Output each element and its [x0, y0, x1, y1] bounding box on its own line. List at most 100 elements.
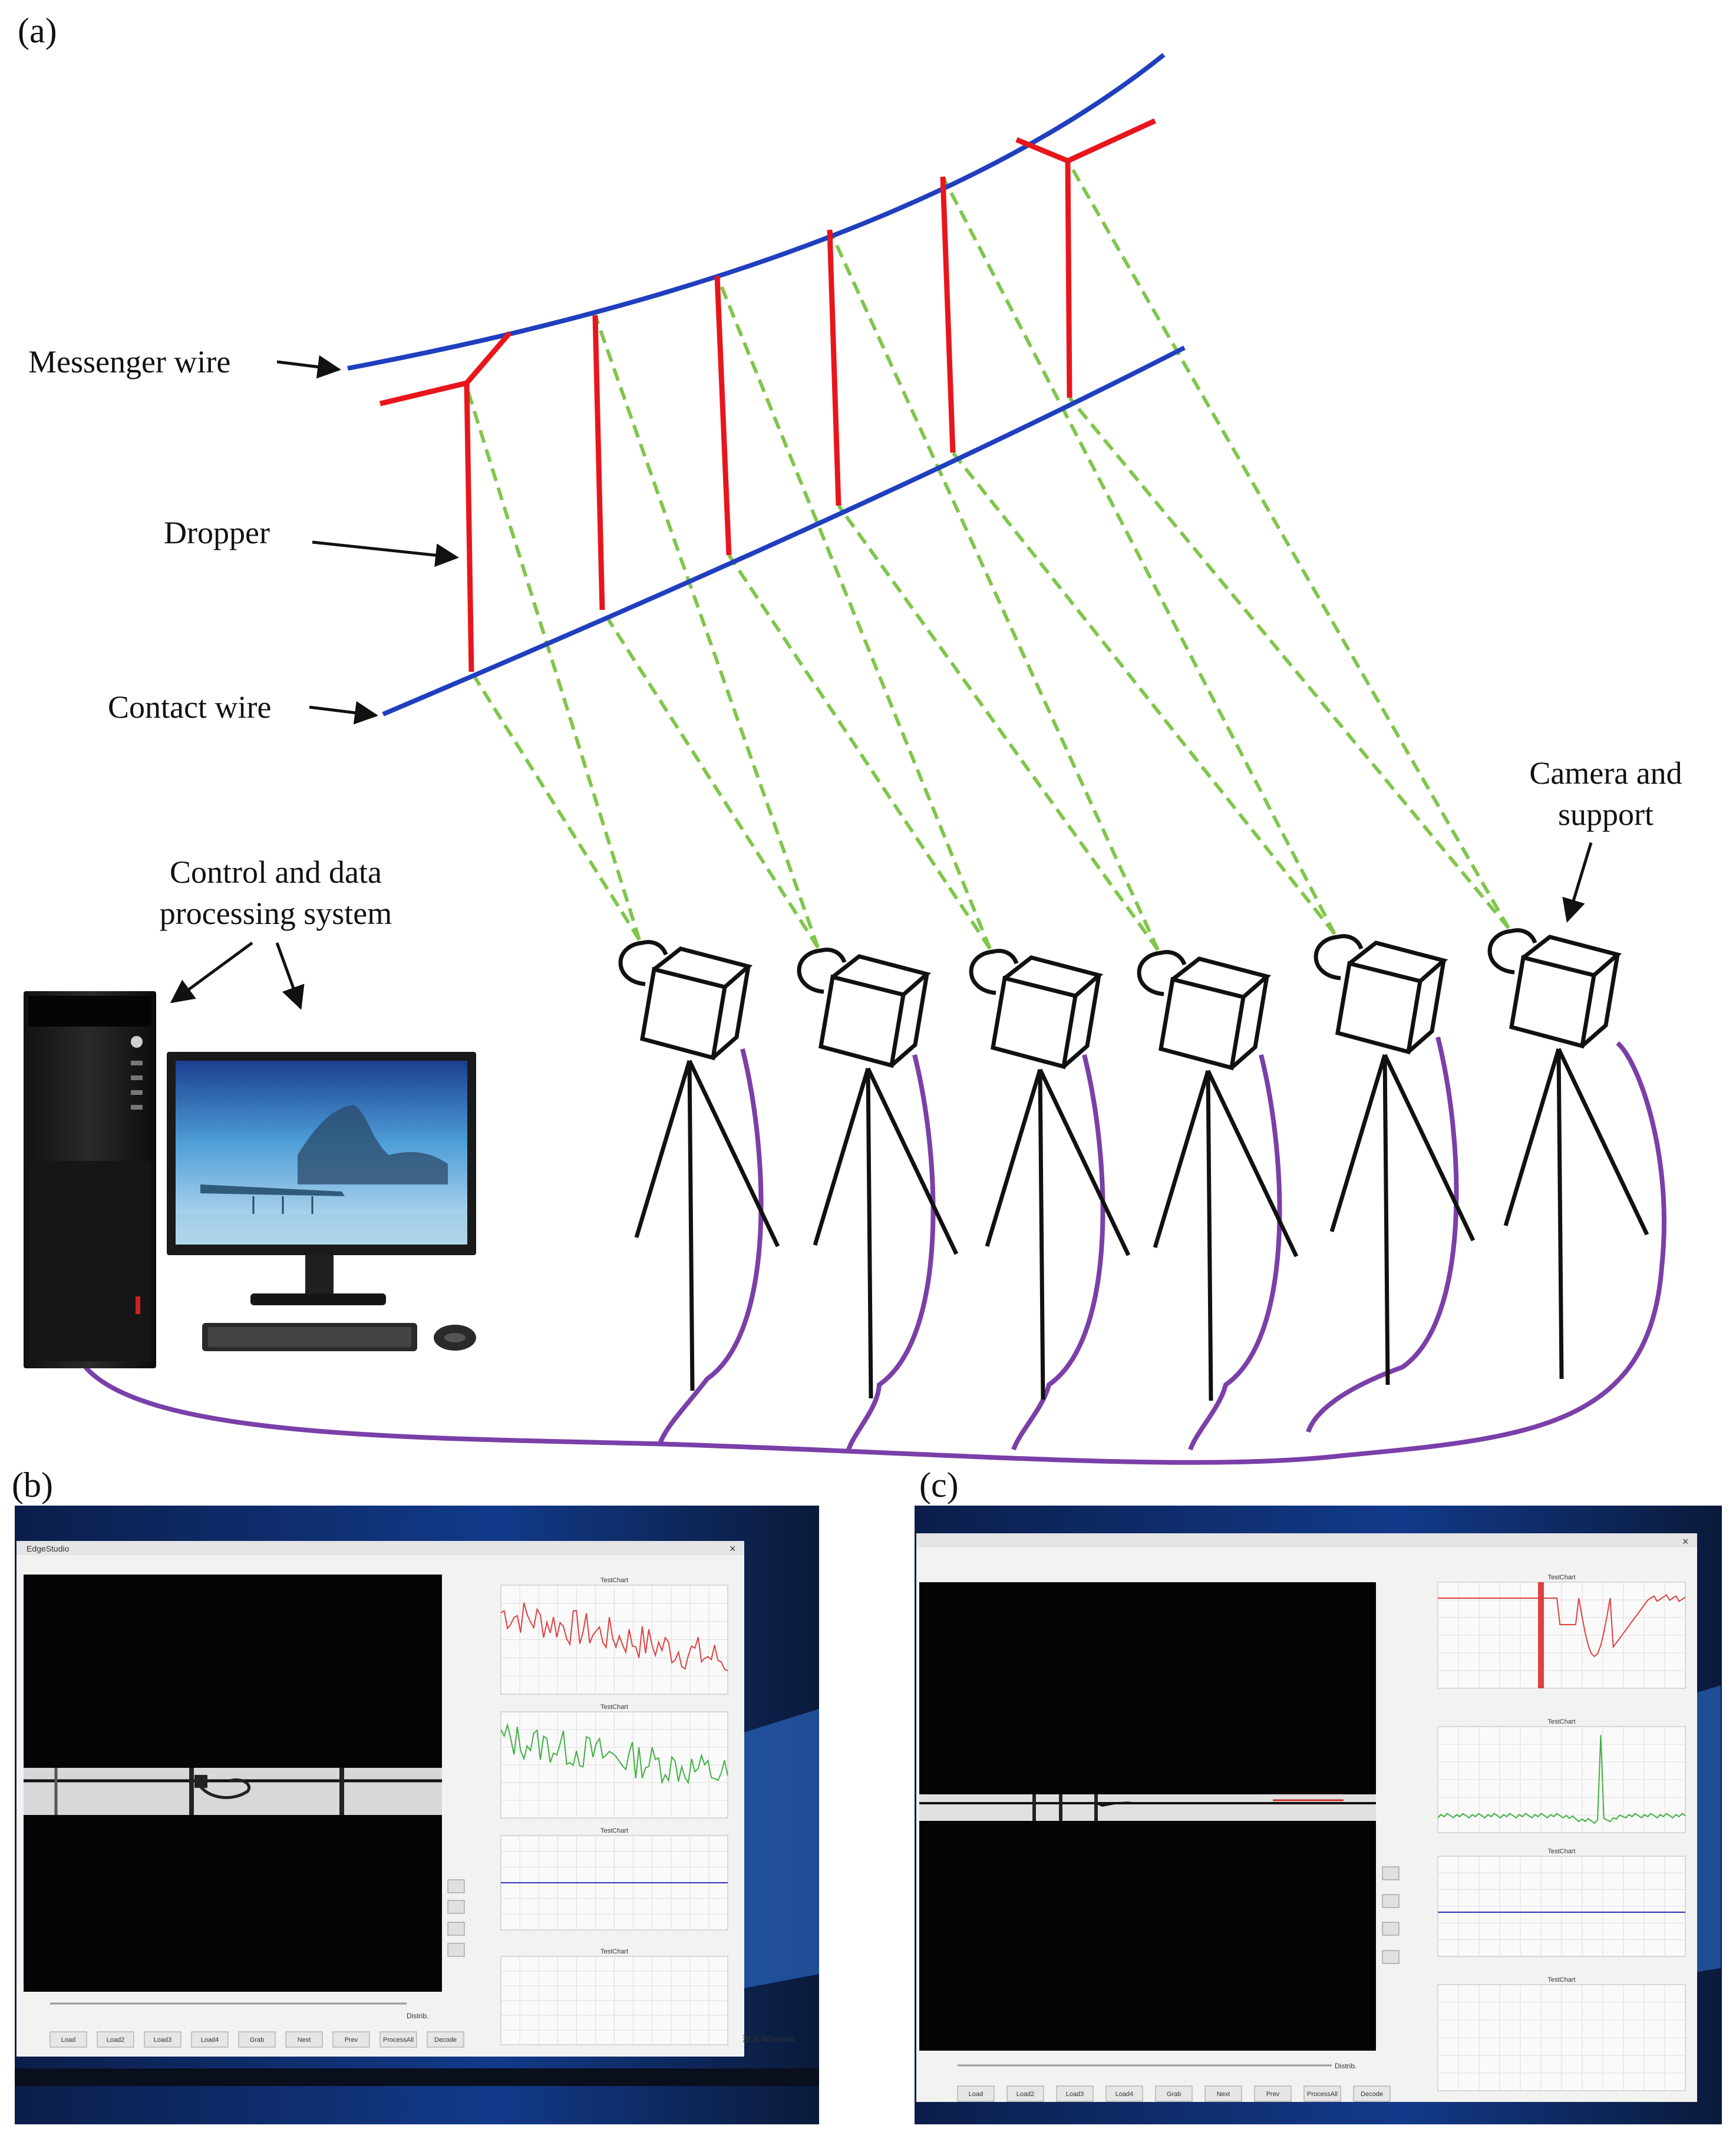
- ui-button-processall[interactable]: [379, 2031, 417, 2048]
- cable-4: [1188, 1054, 1282, 1451]
- ui-button-prev[interactable]: [332, 2031, 370, 2048]
- video-view-c-top: [919, 1582, 1376, 1794]
- camera-array: [618, 928, 1649, 1401]
- pc-tower: [24, 991, 156, 1368]
- ui-button-grab[interactable]: [238, 2031, 276, 2048]
- chart-b-3-title: TestChart: [600, 1827, 628, 1834]
- cable-3: [1011, 1054, 1105, 1451]
- sightline-6-1: [1066, 160, 1510, 929]
- camera-4: [1137, 950, 1299, 1401]
- chart-b-2-series: [500, 1722, 728, 1785]
- ui-button-decode[interactable]: [1353, 2085, 1391, 2102]
- chart-b-2-title: TestChart: [600, 1704, 628, 1711]
- dropper-3: [714, 275, 732, 556]
- tripod-leg-left-3: [985, 1068, 1042, 1247]
- messenger-wire: [347, 52, 1166, 371]
- chart-b-3: TestChart: [500, 1827, 728, 1930]
- side-btn-c-3[interactable]: [1382, 1922, 1400, 1936]
- camera-2: [797, 948, 959, 1399]
- sightline-1-2: [470, 671, 641, 941]
- ui-button-load[interactable]: [957, 2085, 995, 2102]
- sightline-1-1: [464, 382, 641, 940]
- ui-button-load2[interactable]: [97, 2031, 134, 2048]
- tripod-leg-right-4: [1206, 1070, 1299, 1258]
- arrow-dropper: [312, 540, 459, 567]
- ui-button-prev[interactable]: [1254, 2085, 1292, 2102]
- ui-button-label: ProcessAll: [383, 2037, 414, 2044]
- ui-button-label: Prev: [1266, 2091, 1280, 2098]
- label-dropper: Dropper: [164, 515, 270, 550]
- contact-wire: [382, 345, 1186, 717]
- taskbar-b: [15, 2068, 819, 2086]
- ui-button-label: Load3: [154, 2037, 172, 2044]
- chart-b-1-series: [500, 1602, 728, 1672]
- ui-button-label: Load2: [1016, 2091, 1035, 2098]
- ui-button-label: Load: [969, 2091, 983, 2098]
- chart-c-1-marker: [1538, 1582, 1544, 1688]
- camera-body-4: [1159, 976, 1246, 1071]
- arrow-camera: [1562, 842, 1593, 923]
- tripod-leg-left-5: [1329, 1054, 1387, 1233]
- camera-sightlines: [464, 160, 1510, 951]
- camera-handle-3: [969, 949, 1019, 995]
- dropper-2: [592, 315, 605, 610]
- side-btn-c-1[interactable]: [1382, 1866, 1400, 1880]
- side-btn-c-4[interactable]: [1382, 1950, 1400, 1964]
- video-strip-c: [919, 1794, 1376, 1821]
- window-close-b[interactable]: ×: [730, 1543, 736, 1555]
- ui-button-load3[interactable]: [144, 2031, 181, 2048]
- tripod-leg-center-4: [1206, 1070, 1213, 1401]
- window-title-b: EdgeStudio: [27, 1544, 70, 1553]
- side-btn-b-4[interactable]: [447, 1943, 465, 1957]
- camera-side-6: [1580, 954, 1620, 1048]
- label-messenger-wire: Messenger wire: [28, 344, 230, 379]
- side-btn-b-3[interactable]: [447, 1922, 465, 1936]
- camera-top-3: [1003, 955, 1104, 998]
- ui-button-next[interactable]: [1204, 2085, 1242, 2102]
- ui-button-decode[interactable]: [427, 2031, 464, 2048]
- sightline-4-2: [837, 504, 1160, 951]
- camera-cables: [83, 1037, 1666, 1465]
- chart-c-4: TestChart: [1437, 1976, 1686, 2091]
- chart-c-2: TestChart: [1437, 1718, 1686, 1833]
- camera-1: [618, 940, 780, 1391]
- droppers: [379, 118, 1156, 672]
- ui-button-label: Decode: [1361, 2091, 1383, 2098]
- sightline-3-2: [727, 554, 992, 950]
- camera-side-2: [890, 973, 929, 1067]
- side-btn-c-2[interactable]: [1382, 1894, 1400, 1908]
- video-view-c-bottom: [919, 1821, 1376, 2051]
- tripod-leg-left-2: [813, 1067, 870, 1246]
- window-close-c[interactable]: ×: [1682, 1536, 1689, 1547]
- chart-c-1-title: TestChart: [1547, 1574, 1575, 1581]
- dropper-y-left: [379, 331, 512, 672]
- tripod-leg-center-6: [1556, 1048, 1564, 1379]
- label-camera-line1: Camera and: [1529, 755, 1682, 791]
- ui-button-next[interactable]: [285, 2031, 323, 2048]
- camera-side-1: [711, 966, 751, 1060]
- ui-button-processall[interactable]: [1303, 2085, 1341, 2102]
- tripod-leg-right-5: [1382, 1054, 1476, 1242]
- ui-button-load3[interactable]: [1056, 2085, 1094, 2102]
- ui-button-load4[interactable]: [191, 2031, 229, 2048]
- side-btn-b-2[interactable]: [447, 1900, 465, 1914]
- chart-c-1-series: [1438, 1594, 1686, 1658]
- chart-b-4: TestChart: [500, 1948, 728, 2045]
- ui-button-load2[interactable]: [1006, 2085, 1044, 2102]
- tripod-leg-left-4: [1153, 1070, 1210, 1249]
- sightline-5-1: [941, 176, 1336, 935]
- chart-b-1: TestChart: [500, 1577, 728, 1695]
- ui-button-label: ProcessAll: [1307, 2091, 1338, 2098]
- chart-c-4-title: TestChart: [1547, 1976, 1575, 1984]
- dropper-y-right: [1015, 118, 1156, 398]
- ui-button-load4[interactable]: [1105, 2085, 1143, 2102]
- ui-button-label: Load2: [107, 2037, 125, 2044]
- ui-button-load[interactable]: [49, 2031, 87, 2048]
- ui-button-grab[interactable]: [1155, 2085, 1193, 2102]
- side-btn-b-1[interactable]: [447, 1879, 465, 1893]
- arrow-contact-wire: [309, 701, 378, 725]
